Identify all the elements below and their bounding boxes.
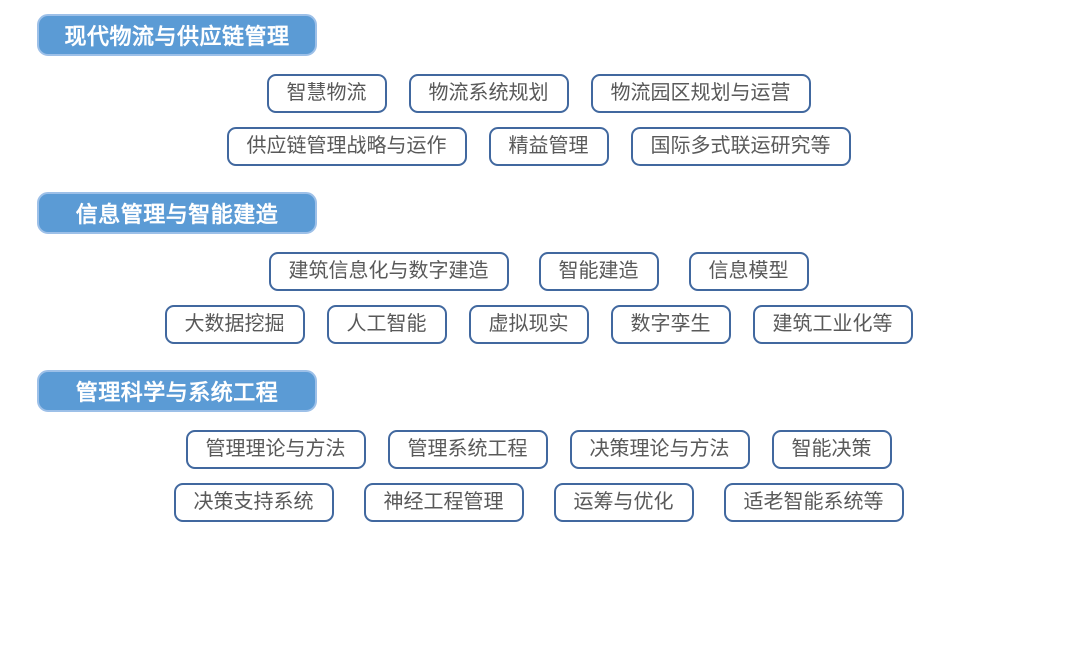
tag-row: 建筑信息化与数字建造 智能建造 信息模型 bbox=[268, 252, 809, 291]
tag-rows-information-management: 建筑信息化与数字建造 智能建造 信息模型 大数据挖掘 人工智能 虚拟现实 数字孪… bbox=[0, 252, 1077, 344]
group-information-management: 信息管理与智能建造 建筑信息化与数字建造 智能建造 信息模型 大数据挖掘 人工智… bbox=[0, 192, 1077, 344]
group-management-science: 管理科学与系统工程 管理理论与方法 管理系统工程 决策理论与方法 智能决策 决策… bbox=[0, 370, 1077, 522]
tag-rows-modern-logistics: 智慧物流 物流系统规划 物流园区规划与运营 供应链管理战略与运作 精益管理 国际… bbox=[0, 74, 1077, 166]
tag-item[interactable]: 建筑信息化与数字建造 bbox=[268, 252, 509, 291]
tag-item[interactable]: 物流园区规划与运营 bbox=[590, 74, 811, 113]
tag-item[interactable]: 人工智能 bbox=[326, 305, 447, 344]
tag-item[interactable]: 运筹与优化 bbox=[553, 483, 694, 522]
tag-row: 决策支持系统 神经工程管理 运筹与优化 适老智能系统等 bbox=[173, 483, 904, 522]
tag-item[interactable]: 虚拟现实 bbox=[468, 305, 589, 344]
tag-row: 大数据挖掘 人工智能 虚拟现实 数字孪生 建筑工业化等 bbox=[164, 305, 913, 344]
tag-item[interactable]: 大数据挖掘 bbox=[164, 305, 305, 344]
tag-item[interactable]: 神经工程管理 bbox=[363, 483, 524, 522]
tag-item[interactable]: 信息模型 bbox=[688, 252, 809, 291]
tag-item[interactable]: 供应链管理战略与运作 bbox=[226, 127, 467, 166]
tag-item[interactable]: 国际多式联运研究等 bbox=[630, 127, 851, 166]
tag-item[interactable]: 精益管理 bbox=[488, 127, 609, 166]
tag-row: 管理理论与方法 管理系统工程 决策理论与方法 智能决策 bbox=[185, 430, 892, 469]
tag-item[interactable]: 物流系统规划 bbox=[408, 74, 569, 113]
tag-item[interactable]: 管理理论与方法 bbox=[185, 430, 366, 469]
group-header-modern-logistics: 现代物流与供应链管理 bbox=[37, 14, 317, 56]
tag-item[interactable]: 数字孪生 bbox=[610, 305, 731, 344]
tag-row: 供应链管理战略与运作 精益管理 国际多式联运研究等 bbox=[226, 127, 851, 166]
tag-item[interactable]: 决策理论与方法 bbox=[569, 430, 750, 469]
tag-item[interactable]: 智能建造 bbox=[538, 252, 659, 291]
tag-item[interactable]: 管理系统工程 bbox=[387, 430, 548, 469]
tag-item[interactable]: 决策支持系统 bbox=[173, 483, 334, 522]
group-header-information-management: 信息管理与智能建造 bbox=[37, 192, 317, 234]
tag-item[interactable]: 适老智能系统等 bbox=[723, 483, 904, 522]
tag-row: 智慧物流 物流系统规划 物流园区规划与运营 bbox=[266, 74, 811, 113]
tag-item[interactable]: 智能决策 bbox=[771, 430, 892, 469]
tag-rows-management-science: 管理理论与方法 管理系统工程 决策理论与方法 智能决策 决策支持系统 神经工程管… bbox=[0, 430, 1077, 522]
group-modern-logistics: 现代物流与供应链管理 智慧物流 物流系统规划 物流园区规划与运营 供应链管理战略… bbox=[0, 14, 1077, 166]
tag-item[interactable]: 智慧物流 bbox=[266, 74, 387, 113]
tag-item[interactable]: 建筑工业化等 bbox=[752, 305, 913, 344]
group-header-management-science: 管理科学与系统工程 bbox=[37, 370, 317, 412]
